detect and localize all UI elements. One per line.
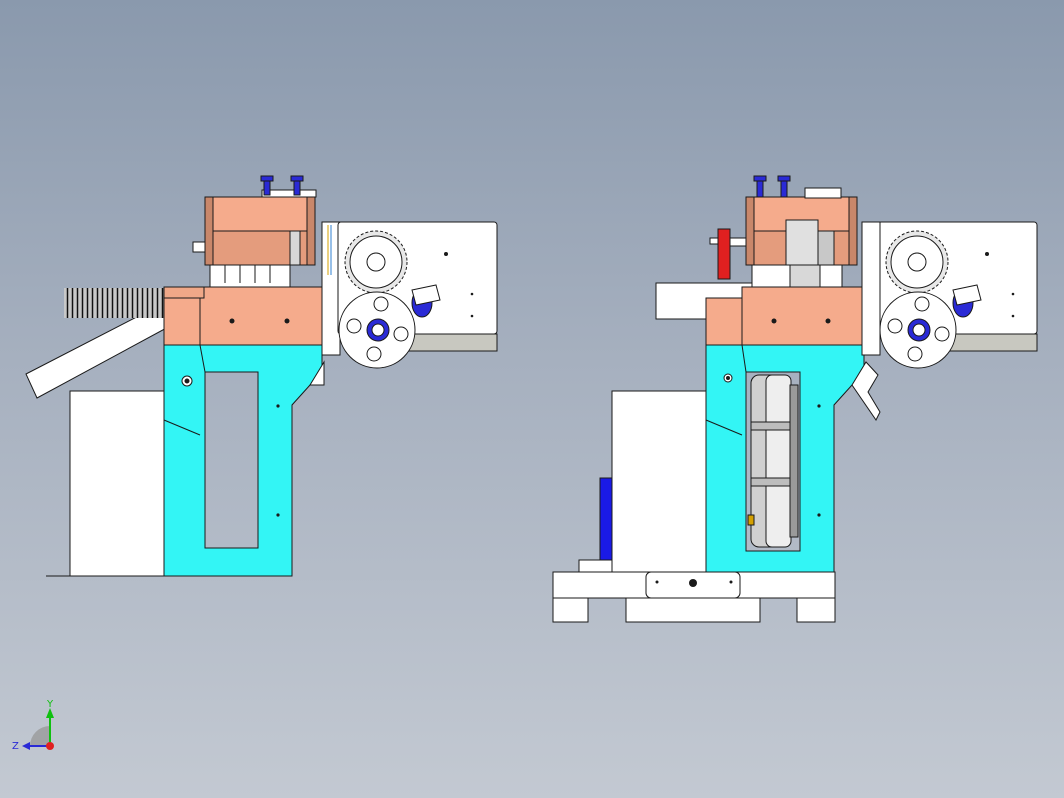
z-axis-label: Z [12, 741, 19, 752]
left-adjust-knob[interactable] [260, 175, 274, 196]
right-adjust-knob[interactable] [753, 175, 767, 198]
y-axis-label: Y [46, 699, 54, 710]
left-base-block [69, 390, 165, 577]
left-clamp-handle[interactable] [411, 284, 441, 318]
right-motor [599, 477, 613, 561]
left-feeder-chute [25, 304, 173, 399]
right-base-block [611, 390, 707, 573]
right-red-marker[interactable] [717, 228, 731, 280]
left-upper-block [204, 196, 316, 232]
right-drum-roller[interactable] [747, 374, 799, 548]
right-adjust-knob-2[interactable] [777, 175, 791, 198]
left-adjust-knob-2[interactable] [290, 175, 304, 196]
left-side-view [25, 175, 498, 577]
right-side-view [552, 175, 1038, 623]
x-axis-dot [46, 742, 54, 750]
axis-triad: Y Z [12, 699, 54, 752]
left-comb-teeth [64, 288, 164, 318]
right-clamp-handle[interactable] [952, 284, 982, 318]
